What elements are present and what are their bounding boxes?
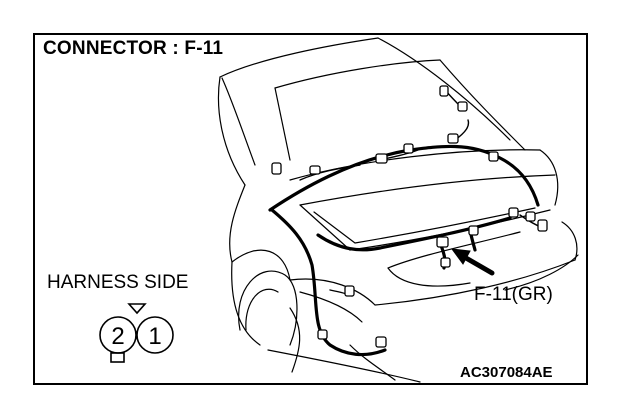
diagram-title: CONNECTOR : F-11 [43, 38, 224, 59]
lock-tab-triangle-icon [127, 303, 147, 315]
connector-face [99, 303, 174, 363]
connector-callout-label: F-11(GR) [474, 284, 553, 305]
connector-pin-1-outline [136, 316, 174, 354]
harness-connectors [271, 85, 548, 348]
connector-pin-1: 1 [148, 323, 161, 350]
roof-line [219, 37, 379, 78]
figure-code: AC307084AE [460, 364, 553, 381]
harness-side-label: HARNESS SIDE [47, 272, 189, 293]
figure-frame [33, 33, 588, 385]
connector-key-icon [110, 352, 125, 363]
callout-arrow [450, 248, 495, 276]
connector-pin-2: 2 [111, 323, 124, 350]
